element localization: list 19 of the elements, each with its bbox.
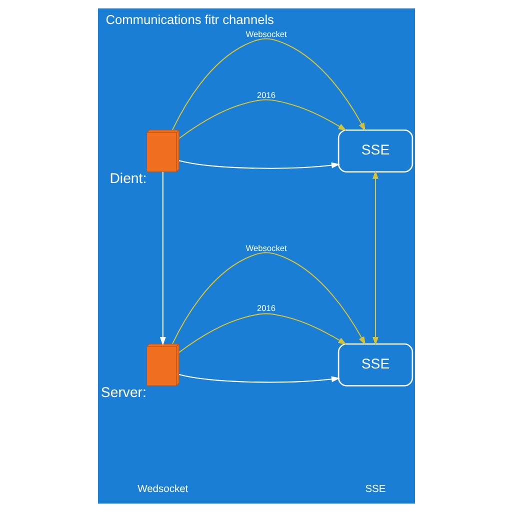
arrow	[159, 172, 166, 346]
label: Wedsocket	[137, 484, 188, 495]
arrow	[178, 313, 346, 353]
edge-label: 2016	[256, 303, 276, 314]
arrow	[372, 170, 378, 346]
node-label: Dient:	[109, 170, 146, 186]
node-box: SSE	[337, 343, 413, 386]
diagram-title: Communications fitr channels	[105, 12, 274, 27]
edge-label: Websocket	[245, 28, 286, 39]
label: SSE	[364, 484, 386, 495]
arrow	[178, 374, 340, 383]
edge-label: Websocket	[245, 242, 286, 253]
arrow	[178, 160, 340, 169]
arrow	[172, 38, 366, 132]
node-box: SSE	[337, 129, 413, 172]
edge-label: 2016	[256, 90, 276, 100]
node-label: Server:	[100, 384, 146, 400]
arrow	[178, 99, 346, 139]
arrow	[172, 252, 366, 346]
